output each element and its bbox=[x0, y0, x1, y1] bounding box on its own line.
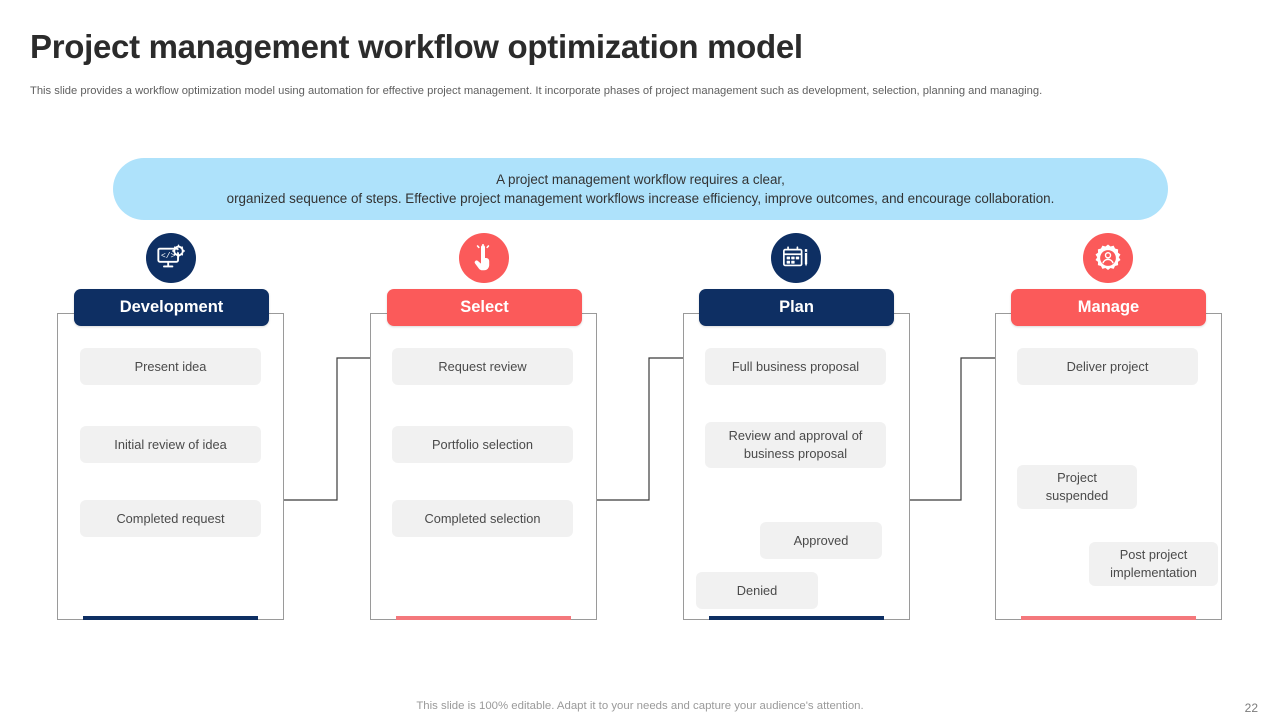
step-box[interactable]: Full business proposal bbox=[705, 348, 886, 385]
phase-pill-manage[interactable]: Manage bbox=[1011, 289, 1206, 326]
page-subtitle: This slide provides a workflow optimizat… bbox=[30, 85, 1043, 97]
step-box[interactable]: Review and approval of business proposal bbox=[705, 422, 886, 468]
phase-pill-select[interactable]: Select bbox=[387, 289, 582, 326]
phase-pill-development[interactable]: Development bbox=[74, 289, 269, 326]
calendar-planner-icon bbox=[771, 233, 821, 283]
gear-person-icon bbox=[1083, 233, 1133, 283]
step-box[interactable]: Portfolio selection bbox=[392, 426, 573, 463]
page-title: Project management workflow optimization… bbox=[30, 28, 803, 65]
page-number: 22 bbox=[1244, 701, 1258, 715]
step-box[interactable]: Post project implementation bbox=[1089, 542, 1218, 586]
intro-banner: A project management workflow requires a… bbox=[113, 158, 1168, 220]
step-box[interactable]: Initial review of idea bbox=[80, 426, 261, 463]
step-box[interactable]: Present idea bbox=[80, 348, 261, 385]
step-box[interactable]: Denied bbox=[696, 572, 818, 609]
code-monitor-gear-icon: </> bbox=[146, 233, 196, 283]
intro-banner-text: A project management workflow requires a… bbox=[226, 172, 1055, 206]
connector-dev-to-select bbox=[284, 353, 380, 501]
hand-click-icon bbox=[459, 233, 509, 283]
footer-note: This slide is 100% editable. Adapt it to… bbox=[416, 700, 864, 712]
column-accent-bar bbox=[1021, 616, 1196, 620]
column-accent-bar bbox=[709, 616, 884, 620]
svg-text:</>: </> bbox=[161, 252, 176, 261]
column-accent-bar bbox=[396, 616, 571, 620]
step-box[interactable]: Project suspended bbox=[1017, 465, 1137, 509]
step-box[interactable]: Completed request bbox=[80, 500, 261, 537]
step-box[interactable]: Deliver project bbox=[1017, 348, 1198, 385]
connector-plan-to-manage bbox=[909, 353, 1005, 501]
phase-pill-plan[interactable]: Plan bbox=[699, 289, 894, 326]
connector-select-to-plan bbox=[597, 353, 693, 501]
step-box[interactable]: Completed selection bbox=[392, 500, 573, 537]
step-box[interactable]: Request review bbox=[392, 348, 573, 385]
column-accent-bar bbox=[83, 616, 258, 620]
step-box[interactable]: Approved bbox=[760, 522, 882, 559]
